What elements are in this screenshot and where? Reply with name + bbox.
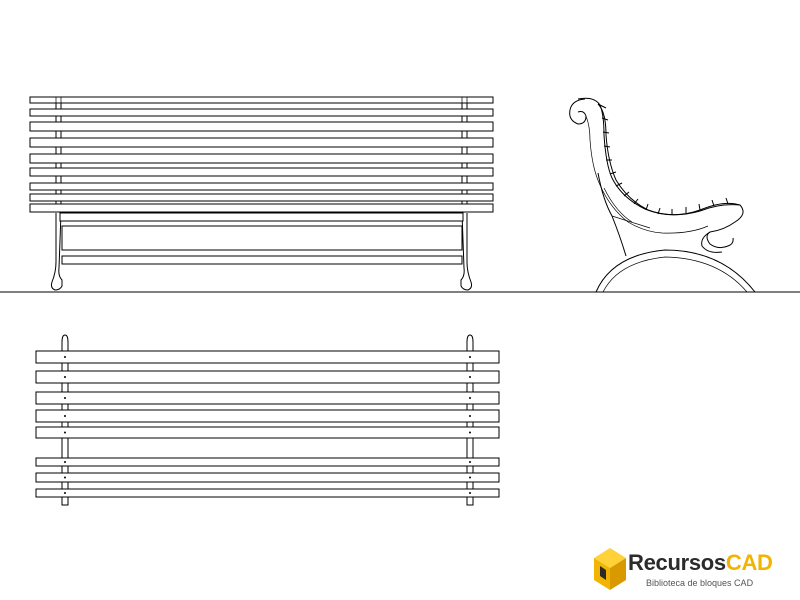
bolt-mark xyxy=(64,356,66,358)
brand-tagline: Biblioteca de bloques CAD xyxy=(646,578,754,588)
front-backrest-slats xyxy=(29,96,494,213)
front-slat xyxy=(29,193,494,202)
front-seat-frame xyxy=(61,225,463,251)
bolt-mark xyxy=(64,431,66,434)
side-slat-section xyxy=(725,197,729,205)
side-slat-sections xyxy=(597,103,741,216)
front-slat xyxy=(29,108,494,117)
plan-slat xyxy=(35,472,500,483)
plan-slat xyxy=(35,488,500,498)
brand-part2: CAD xyxy=(725,550,773,575)
brand-part1: Recursos xyxy=(628,550,726,575)
front-slat xyxy=(29,153,494,164)
bolt-mark xyxy=(64,492,66,494)
plan-slat xyxy=(35,409,500,423)
side-slat-section xyxy=(633,198,639,205)
side-slat-section xyxy=(698,203,701,211)
plan-slat xyxy=(35,370,500,384)
plan-slat xyxy=(35,391,500,405)
front-slat xyxy=(29,182,494,191)
plan-slat xyxy=(35,426,500,439)
bolt-mark xyxy=(469,431,471,434)
bolt-mark xyxy=(469,476,471,479)
bolt-mark xyxy=(469,492,471,494)
recursoscad-logo[interactable]: RecursosCAD Biblioteca de bloques CAD xyxy=(590,540,800,598)
bolt-mark xyxy=(64,397,66,399)
front-slat xyxy=(29,203,494,213)
bolt-mark xyxy=(469,376,471,378)
front-left-leg xyxy=(50,212,63,291)
plan-slat xyxy=(35,350,500,364)
brand-name: RecursosCAD xyxy=(628,552,773,574)
front-bottom-rail xyxy=(61,255,463,265)
side-slat-section xyxy=(597,103,607,109)
front-slat xyxy=(29,137,494,148)
bolt-mark xyxy=(64,376,66,378)
front-slat xyxy=(29,96,494,104)
bolt-mark xyxy=(64,461,66,463)
plan-right-rail xyxy=(466,334,474,506)
front-slat xyxy=(29,121,494,132)
top-plan xyxy=(35,334,500,506)
bolt-mark xyxy=(469,397,471,399)
bolt-mark xyxy=(469,415,471,417)
bolt-mark xyxy=(64,476,66,479)
bolt-mark xyxy=(64,415,66,417)
front-seat-rail-upper xyxy=(59,212,464,222)
side-leg-arch xyxy=(595,249,756,293)
side-slat-section xyxy=(711,199,715,207)
bolt-mark xyxy=(469,356,471,358)
bolt-mark xyxy=(469,461,471,463)
plan-left-rail xyxy=(61,334,69,506)
plan-slat xyxy=(35,457,500,467)
plan-seat-slats xyxy=(35,350,500,498)
front-back-posts xyxy=(55,97,468,204)
front-elevation xyxy=(29,96,494,291)
side-elevation xyxy=(569,97,756,293)
front-slat xyxy=(29,167,494,177)
cube-logo-icon xyxy=(594,548,626,590)
front-right-leg xyxy=(460,212,473,291)
